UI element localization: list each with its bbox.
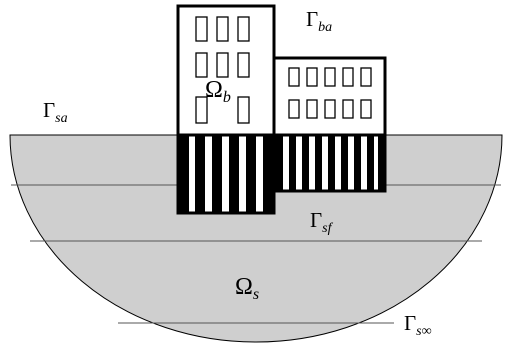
label-gamma-ba: Γba	[306, 7, 332, 35]
label-gamma-sf: Γsf	[310, 208, 334, 236]
short-building-windows	[288, 67, 372, 119]
tall-building-body	[176, 4, 276, 215]
short-building	[272, 56, 387, 193]
label-omega-b: Ωb	[205, 77, 231, 106]
tall-building	[176, 4, 276, 215]
tall-building-windows	[195, 16, 250, 124]
label-omega-s: Ωs	[235, 274, 259, 303]
tall-building-foundation-piles	[178, 135, 274, 213]
short-building-foundation-piles	[274, 135, 385, 191]
label-gamma-sa: Γsa	[43, 98, 68, 126]
label-gamma-s-inf: Γs∞	[404, 311, 432, 339]
